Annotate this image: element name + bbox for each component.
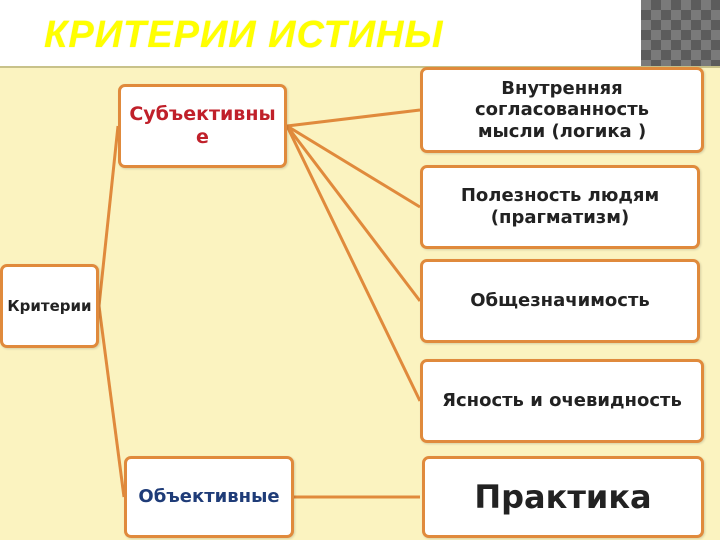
practice-label: Практика xyxy=(474,477,652,516)
objective-box: Объективные xyxy=(124,456,294,538)
criterion-pragmatism-label: Полезность людям (прагматизм) xyxy=(460,185,660,228)
line-subjective-to-item3 xyxy=(285,125,422,302)
line-subjective-to-item1 xyxy=(286,108,421,128)
slide-title: КРИТЕРИИ ИСТИНЫ xyxy=(44,14,444,56)
root-criteria-label: Критерии xyxy=(7,297,92,315)
subjective-label: Субъективные xyxy=(129,103,276,148)
panel-top-border xyxy=(0,66,720,68)
criterion-clarity-box: Ясность и очевидность xyxy=(420,359,704,443)
criterion-universality-box: Общезначимость xyxy=(420,259,700,343)
root-criteria-box: Критерии xyxy=(0,264,99,348)
criterion-clarity-label: Ясность и очевидность xyxy=(442,390,682,412)
line-subjective-to-item2 xyxy=(286,124,421,209)
criterion-universality-label: Общезначимость xyxy=(470,290,650,312)
practice-box: Практика xyxy=(422,456,704,538)
subjective-box: Субъективные xyxy=(118,84,287,168)
line-root-to-objective xyxy=(97,305,126,498)
line-root-to-subjective xyxy=(97,125,120,307)
line-subjective-to-item4 xyxy=(285,125,422,402)
criterion-logic-label: Внутренняя согласованность мысли (логика… xyxy=(474,77,650,142)
corner-pattern xyxy=(641,0,720,66)
criterion-logic-box: Внутренняя согласованность мысли (логика… xyxy=(420,67,704,153)
objective-label: Объективные xyxy=(138,486,280,508)
criterion-pragmatism-box: Полезность людям (прагматизм) xyxy=(420,165,700,249)
